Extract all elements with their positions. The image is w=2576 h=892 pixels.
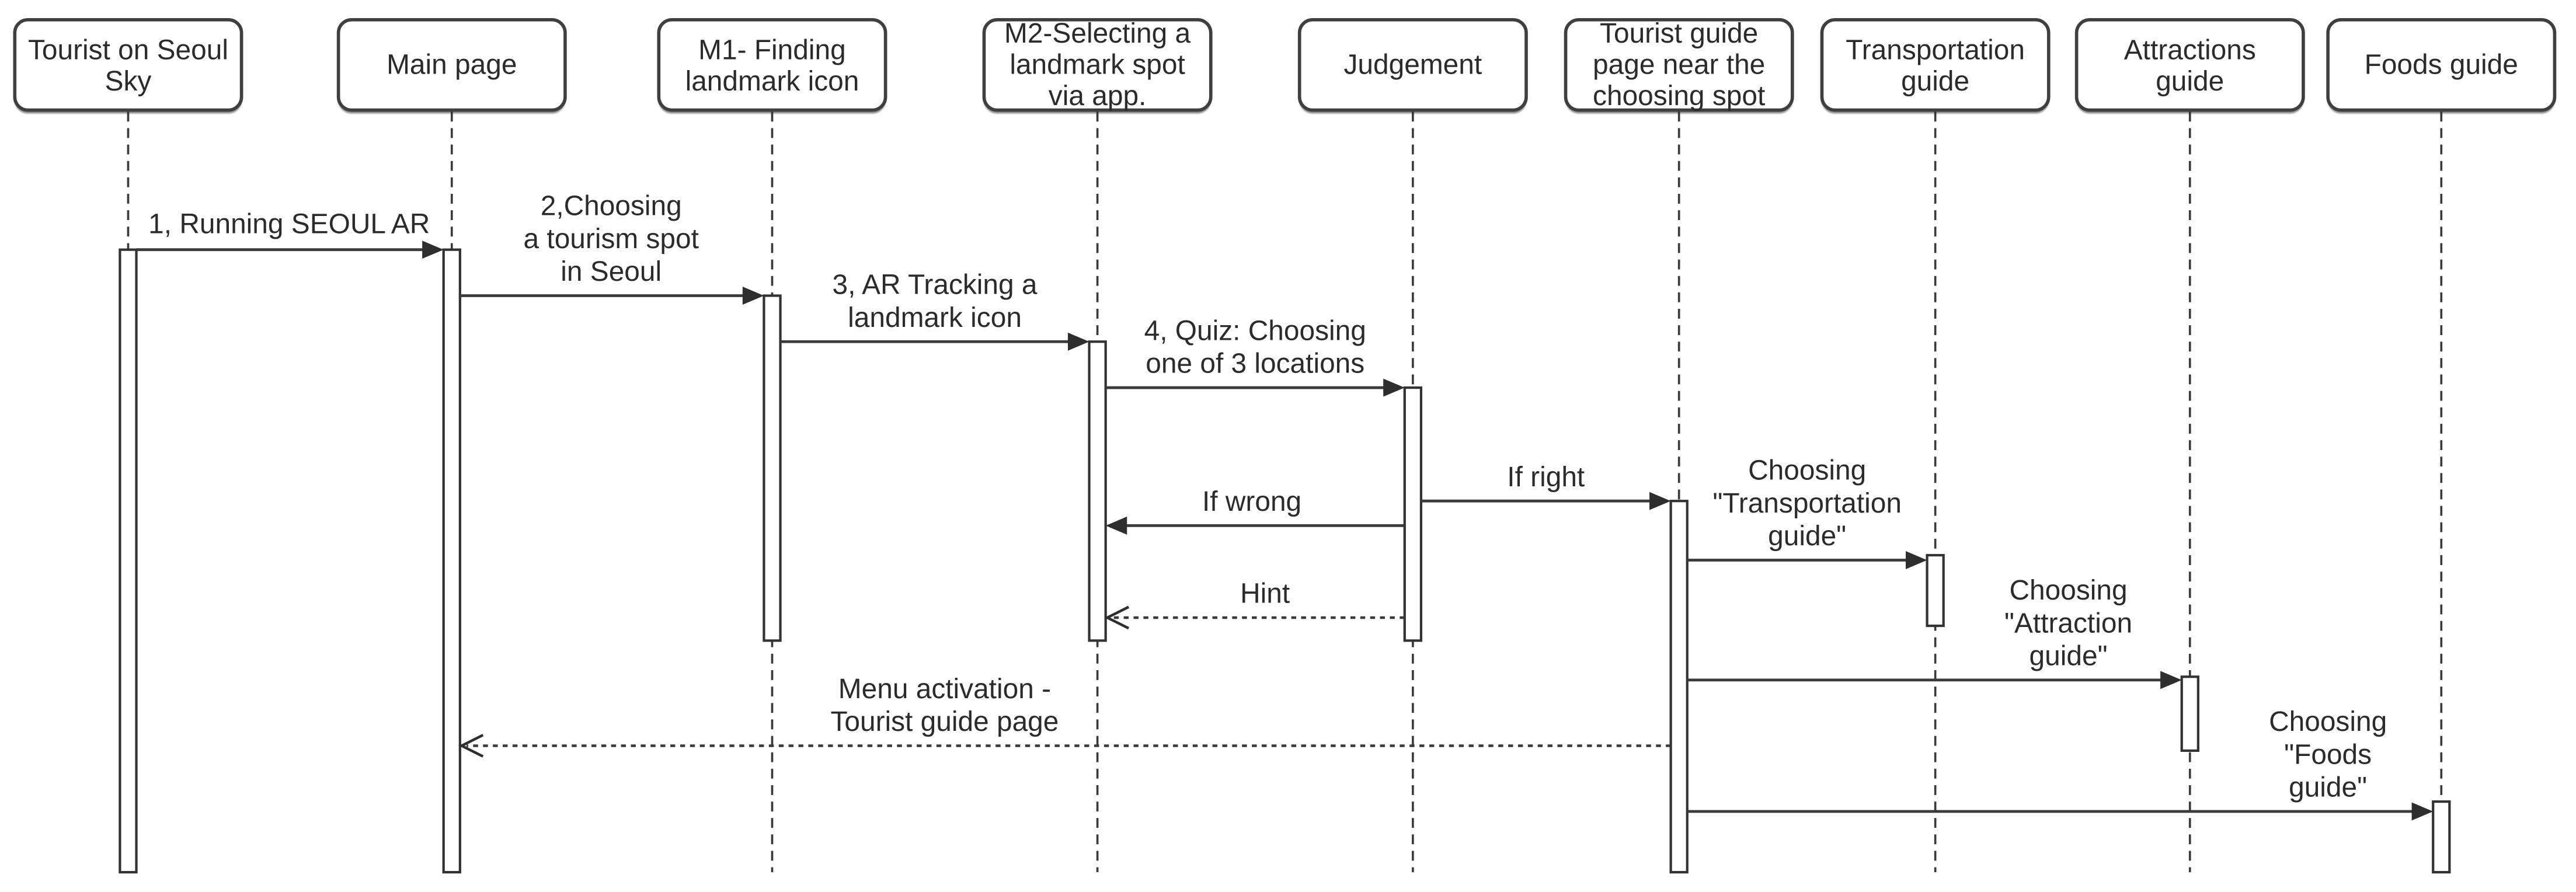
participant-judgement: Judgement (1297, 18, 1528, 112)
participant-transportation-guide: Transportation guide (1820, 18, 2051, 112)
message-label-quiz-choosing-locations: 4, Quiz: Choosing one of 3 locations (1144, 315, 1366, 379)
message-label-choosing-transportation-guide: Choosing "Transportation guide" (1712, 455, 1902, 552)
message-arrow-if-wrong (1105, 516, 1405, 535)
message-label-running-seoul-ar: 1, Running SEOUL AR (148, 208, 430, 240)
message-arrow-ar-tracking-landmark (780, 332, 1089, 351)
message-arrow-choosing-tourism-spot (459, 287, 764, 305)
activation-m1 (763, 294, 782, 642)
message-label-if-right: If right (1507, 461, 1585, 493)
activation-m2 (1088, 340, 1107, 642)
message-arrow-running-seoul-ar (136, 241, 444, 259)
message-arrow-menu-activation (458, 734, 1671, 758)
activation-transportation-guide (1926, 553, 1945, 628)
message-arrow-if-right (1421, 492, 1671, 510)
message-arrow-quiz-choosing-locations (1105, 378, 1405, 397)
activation-tourist (119, 248, 138, 874)
message-label-choosing-tourism-spot: 2,Choosing a tourism spot in Seoul (523, 190, 699, 288)
activation-main-page (442, 248, 461, 874)
activation-foods-guide (2432, 800, 2451, 874)
participant-m1-finding-landmark-icon: M1- Finding landmark icon (657, 18, 887, 112)
message-arrow-choosing-transportation-guide (1687, 551, 1927, 569)
participant-main-page: Main page (336, 18, 567, 112)
message-arrow-choosing-foods-guide (1687, 802, 2434, 821)
message-label-choosing-attraction-guide: Choosing "Attraction guide" (2004, 574, 2133, 672)
message-label-if-wrong: If wrong (1202, 486, 1302, 518)
message-arrow-hint (1104, 605, 1405, 630)
message-label-choosing-foods-guide: Choosing "Foods guide" (2269, 706, 2387, 803)
activation-judgement (1403, 386, 1423, 642)
message-label-menu-activation: Menu activation - Tourist guide page (830, 673, 1059, 738)
message-label-hint: Hint (1240, 578, 1290, 609)
message-arrow-choosing-attraction-guide (1687, 671, 2182, 689)
activation-tourist-guide (1669, 500, 1689, 874)
participant-attractions-guide: Attractions guide (2074, 18, 2305, 112)
participant-foods-guide: Foods guide (2326, 18, 2557, 112)
participant-m2-selecting-landmark-spot: M2-Selecting a landmark spot via app. (982, 18, 1213, 112)
message-label-ar-tracking-landmark: 3, AR Tracking a landmark icon (832, 269, 1038, 334)
participant-tourist-on-seoul-sky: Tourist on Seoul Sky (13, 18, 243, 112)
activation-attractions-guide (2180, 675, 2199, 752)
participant-tourist-guide-page: Tourist guide page near the choosing spo… (1564, 18, 1794, 112)
